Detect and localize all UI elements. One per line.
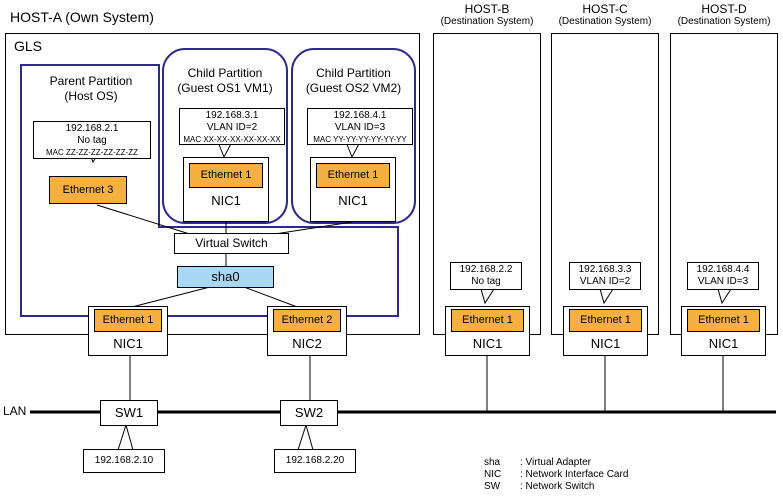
child2-partition-title: Child Partition (Guest OS2 VM2) bbox=[292, 66, 415, 96]
legend-abbr: SW bbox=[484, 481, 501, 492]
host-b-nic-label: NIC1 bbox=[472, 336, 503, 351]
child1-address-callout: 192.168.3.1 VLAN ID=2 MAC XX-XX-XX-XX-XX… bbox=[179, 108, 285, 145]
host-b-subtitle: (Destination System) bbox=[440, 16, 534, 27]
parent-tag: No tag bbox=[77, 135, 107, 146]
host-d-nic-label: NIC1 bbox=[708, 336, 739, 351]
parent-partition-title: Parent Partition (Host OS) bbox=[24, 74, 158, 104]
child2-ip: 192.168.4.1 bbox=[333, 110, 387, 121]
host-b-header: HOST-B (Destination System) bbox=[428, 2, 546, 27]
host-d-nic: Ethernet 1 NIC1 bbox=[681, 306, 766, 356]
child1-ip: 192.168.3.1 bbox=[205, 110, 259, 121]
legend-desc: : Network Interface Card bbox=[520, 469, 629, 480]
child2-address-callout: 192.168.4.1 VLAN ID=3 MAC YY-YY-YY-YY-YY… bbox=[307, 108, 413, 145]
legend-desc: : Network Switch bbox=[520, 481, 595, 492]
gls-label: GLS bbox=[14, 38, 43, 54]
switch-sw1: SW1 bbox=[100, 400, 158, 426]
host-b-ip: 192.168.2.2 bbox=[459, 264, 513, 275]
host-a-nic2-ethernet: Ethernet 2 bbox=[273, 309, 341, 332]
parent-ip: 192.168.2.1 bbox=[65, 123, 119, 134]
child2-title-line2: (Guest OS2 VM2) bbox=[305, 81, 402, 95]
legend-row: sha : Virtual Adapter bbox=[484, 457, 684, 469]
sw1-ip-callout: 192.168.2.10 bbox=[83, 449, 165, 473]
host-a-nic1: Ethernet 1 NIC1 bbox=[88, 306, 168, 356]
host-c-header: HOST-C (Destination System) bbox=[546, 2, 664, 27]
host-d-header: HOST-D (Destination System) bbox=[665, 2, 783, 27]
host-d-address-callout: 192.168.4.4 VLAN ID=3 bbox=[687, 262, 759, 290]
host-b-tag: No tag bbox=[471, 276, 501, 287]
parent-partition-outline bbox=[20, 64, 399, 317]
child2-ethernet-adapter: Ethernet 1 bbox=[316, 163, 390, 188]
child1-title-line2: (Guest OS1 VM1) bbox=[177, 81, 273, 95]
child2-vlan: VLAN ID=3 bbox=[334, 122, 386, 133]
host-d-tag: VLAN ID=3 bbox=[697, 276, 749, 287]
legend-row: NIC : Network Interface Card bbox=[484, 469, 684, 481]
host-b-ethernet: Ethernet 1 bbox=[451, 309, 524, 332]
child2-partition-outline bbox=[291, 48, 416, 224]
host-c-ip: 192.168.3.3 bbox=[578, 264, 632, 275]
child1-partition-title: Child Partition (Guest OS1 VM1) bbox=[163, 66, 287, 96]
host-c-nic-label: NIC1 bbox=[590, 336, 621, 351]
child1-ethernet-adapter: Ethernet 1 bbox=[189, 163, 263, 188]
child2-mac: MAC YY-YY-YY-YY-YY-YY bbox=[313, 135, 407, 144]
host-d-title: HOST-D bbox=[701, 2, 747, 16]
child1-nic: Ethernet 1 NIC1 bbox=[183, 157, 269, 222]
parent-title-line2: (Host OS) bbox=[64, 89, 118, 103]
child1-partition-outline bbox=[162, 48, 288, 224]
legend-row: SW : Network Switch bbox=[484, 481, 684, 493]
parent-address-callout: 192.168.2.1 No tag MAC ZZ-ZZ-ZZ-ZZ-ZZ-ZZ bbox=[33, 121, 151, 159]
host-d-ethernet: Ethernet 1 bbox=[687, 309, 760, 332]
host-a-title: HOST-A (Own System) bbox=[10, 9, 154, 25]
host-c-nic: Ethernet 1 NIC1 bbox=[563, 306, 648, 356]
parent-title-line1: Parent Partition bbox=[49, 74, 133, 88]
switch-sw2: SW2 bbox=[280, 400, 338, 426]
host-c-ethernet: Ethernet 1 bbox=[569, 309, 642, 332]
sha0-adapter: sha0 bbox=[177, 266, 274, 288]
host-d-ip: 192.168.4.4 bbox=[696, 264, 750, 275]
host-a-nic2-label: NIC2 bbox=[292, 336, 322, 351]
legend-abbr: sha bbox=[484, 457, 501, 468]
child2-title-line1: Child Partition bbox=[316, 66, 391, 80]
sw2-ip-callout: 192.168.2.20 bbox=[274, 449, 356, 473]
host-c-tag: VLAN ID=2 bbox=[579, 276, 631, 287]
host-b-address-callout: 192.168.2.2 No tag bbox=[450, 262, 522, 290]
parent-ethernet-adapter: Ethernet 3 bbox=[49, 176, 127, 204]
child2-nic: Ethernet 1 NIC1 bbox=[310, 157, 396, 222]
virtual-switch: Virtual Switch bbox=[174, 233, 289, 254]
child1-title-line1: Child Partition bbox=[187, 66, 263, 80]
legend-abbr: NIC bbox=[484, 469, 502, 480]
host-c-subtitle: (Destination System) bbox=[558, 16, 652, 27]
host-a-nic2: Ethernet 2 NIC2 bbox=[267, 306, 347, 356]
child1-vlan: VLAN ID=2 bbox=[206, 122, 258, 133]
child1-mac: MAC XX-XX-XX-XX-XX-XX bbox=[183, 135, 281, 144]
parent-mac: MAC ZZ-ZZ-ZZ-ZZ-ZZ-ZZ bbox=[46, 148, 138, 157]
host-b-nic: Ethernet 1 NIC1 bbox=[445, 306, 530, 356]
host-a-nic1-label: NIC1 bbox=[113, 336, 143, 351]
lan-label: LAN bbox=[3, 404, 29, 418]
legend: sha : Virtual Adapter NIC : Network Interf… bbox=[484, 457, 684, 493]
host-b-title: HOST-B bbox=[464, 2, 510, 16]
child2-nic-label: NIC1 bbox=[338, 193, 368, 208]
legend-desc: : Virtual Adapter bbox=[520, 457, 591, 468]
host-d-subtitle: (Destination System) bbox=[677, 16, 771, 27]
child1-nic-label: NIC1 bbox=[211, 193, 241, 208]
host-c-address-callout: 192.168.3.3 VLAN ID=2 bbox=[569, 262, 641, 290]
host-c-title: HOST-C bbox=[582, 2, 628, 16]
host-a-nic1-ethernet: Ethernet 1 bbox=[94, 309, 162, 332]
